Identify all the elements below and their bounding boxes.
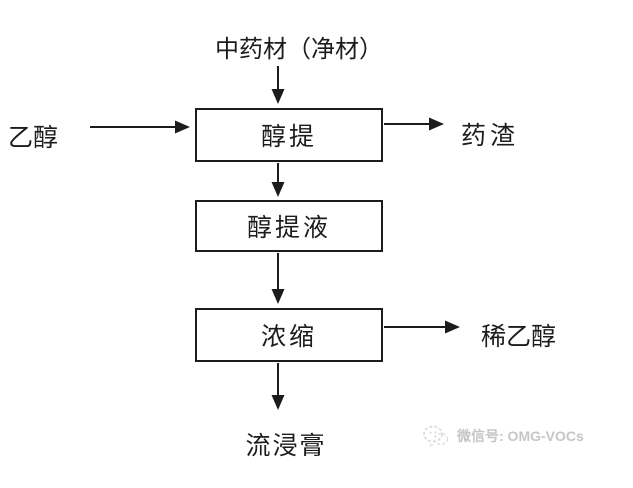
process-box-label: 浓缩: [260, 323, 317, 351]
dilute-ethanol-output-label: 稀乙醇: [481, 323, 557, 351]
process-box-label: 醇提: [260, 123, 317, 151]
wechat-logo-icon: [423, 425, 449, 447]
process-box-label: 醇提液: [246, 214, 331, 242]
watermark: 微信号: OMG-VOCs: [421, 422, 584, 450]
fluid-extract-output-label: 流浸膏: [245, 432, 327, 460]
process-box-alcohol-extract-liquid: 醇提液: [195, 200, 383, 252]
source-material-label: 中药材（净材）: [215, 36, 383, 63]
drug-residue-output-label: 药渣: [461, 122, 520, 150]
watermark-text: 微信号: OMG-VOCs: [457, 428, 584, 444]
ethanol-input-label: 乙醇: [8, 124, 59, 152]
process-box-concentration: 浓缩: [195, 308, 383, 362]
process-box-alcohol-extraction: 醇提: [195, 108, 383, 162]
